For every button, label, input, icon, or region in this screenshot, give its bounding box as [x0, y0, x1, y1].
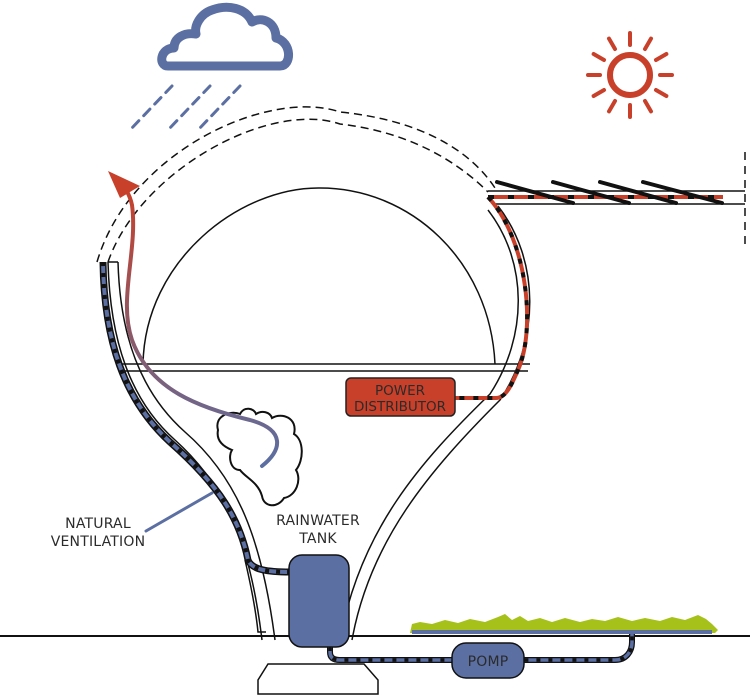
power-cable-right [455, 195, 530, 400]
sun-ray [591, 88, 607, 98]
ventilation-leader [144, 491, 214, 533]
power-distributor: POWER DISTRIBUTOR [345, 377, 456, 417]
sun-ray [653, 88, 669, 98]
green-roof [410, 614, 718, 634]
left-wall [107, 261, 276, 641]
solar-panel [495, 180, 575, 205]
floor-slab [122, 363, 530, 372]
sun-ray [653, 52, 669, 62]
arrowhead-icon [108, 171, 140, 198]
solar-panels [495, 180, 724, 205]
footing [257, 663, 379, 695]
ventilation-arrow [108, 171, 279, 468]
natural-ventilation-label-1: NATURAL [65, 516, 131, 532]
rainwater-tank [288, 554, 350, 648]
rain-pipe-left [99, 261, 291, 576]
solar-roof [488, 152, 746, 245]
solar-panel [598, 180, 678, 205]
rainwater-tank-label-1: RAINWATER [276, 513, 360, 529]
solar-panel [641, 180, 724, 205]
sun-ray [643, 98, 653, 114]
sun-ray [607, 98, 617, 114]
power-distributor-label-1: POWER [375, 383, 425, 399]
air-cloud-icon [216, 407, 303, 507]
envelope-dashed [96, 106, 496, 263]
pump: POMP [451, 642, 525, 679]
right-wall [339, 205, 531, 641]
power-distributor-label-2: DISTRIBUTOR [354, 399, 446, 415]
natural-ventilation-label-2: VENTILATION [51, 534, 146, 550]
rainwater-tank-label-2: TANK [298, 531, 337, 547]
pump-label: POMP [468, 654, 509, 670]
dome [142, 187, 496, 365]
sun-ray [607, 36, 617, 52]
sun-ray [643, 36, 653, 52]
sun-ray [591, 52, 607, 62]
sun-icon [586, 31, 674, 119]
rain-cloud-icon [128, 2, 293, 132]
solar-panel [551, 180, 631, 205]
